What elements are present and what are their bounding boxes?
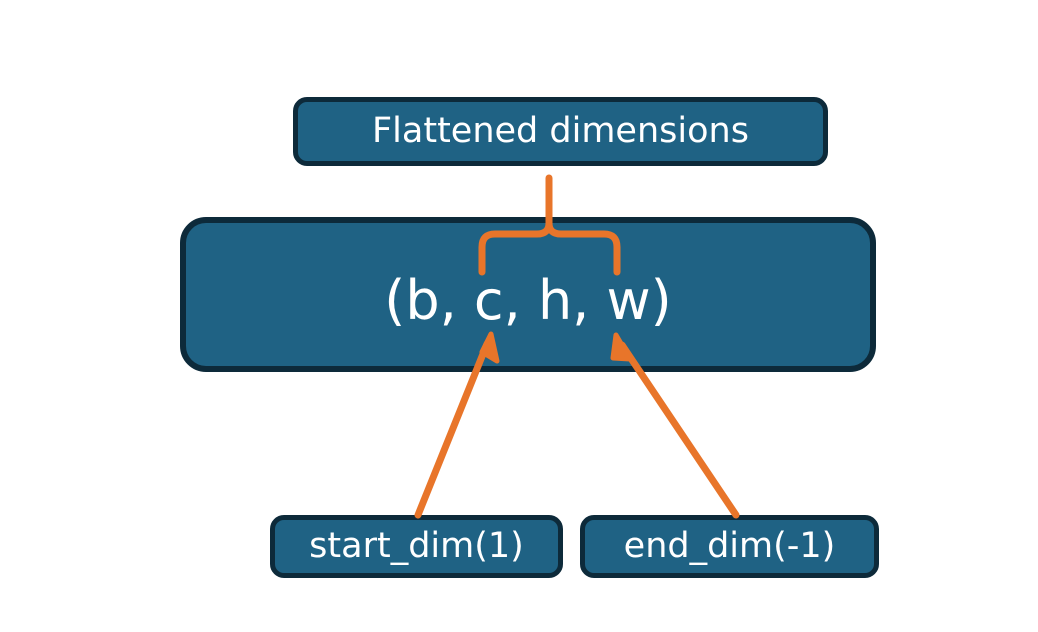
node-flattened-dimensions: Flattened dimensions [293,97,828,166]
node-start-dim: start_dim(1) [270,515,563,578]
node-flattened-dimensions-label: Flattened dimensions [372,111,749,152]
node-end-dim-label: end_dim(-1) [623,526,836,567]
node-tensor-shape-label: (b, c, h, w) [384,268,672,332]
node-end-dim: end_dim(-1) [580,515,879,578]
node-start-dim-label: start_dim(1) [309,526,524,567]
node-tensor-shape: (b, c, h, w) [180,217,876,372]
